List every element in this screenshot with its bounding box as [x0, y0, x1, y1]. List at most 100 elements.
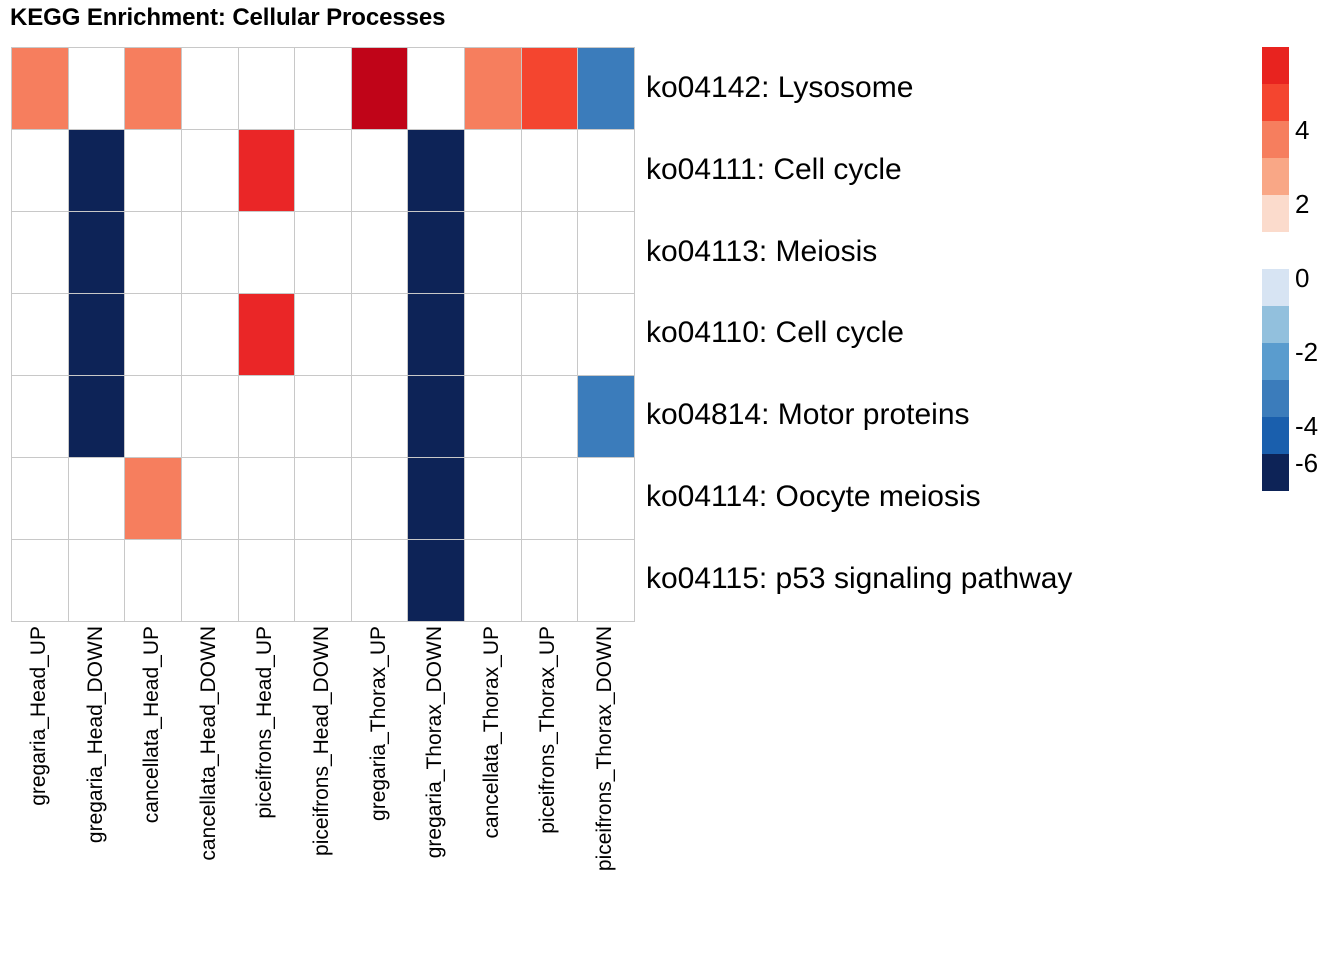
- heatmap-cell: [181, 376, 238, 457]
- heatmap-cell: [351, 130, 408, 211]
- colorbar-swatch: [1262, 343, 1289, 380]
- heatmap-cell: [125, 458, 181, 539]
- heatmap-cell: [68, 376, 125, 457]
- column-label: piceifrons_Thorax_DOWN: [576, 626, 633, 871]
- heatmap-cell: [465, 376, 521, 457]
- colorbar-swatch: [1262, 269, 1289, 306]
- heatmap-grid: [11, 47, 635, 622]
- heatmap-cell: [465, 48, 521, 129]
- heatmap-cell: [181, 294, 238, 375]
- heatmap-cell: [181, 48, 238, 129]
- heatmap-cell: [238, 130, 295, 211]
- colorbar-tick-label: -2: [1295, 337, 1319, 367]
- colorbar-swatch: [1262, 306, 1289, 343]
- column-label: cancellata_Thorax_UP: [463, 626, 520, 838]
- column-label-text: gregaria_Head_DOWN: [83, 626, 107, 844]
- heatmap-cell: [295, 294, 351, 375]
- heatmap-cell: [68, 130, 125, 211]
- heatmap-cell: [465, 540, 521, 621]
- column-label: piceifrons_Head_UP: [237, 626, 294, 819]
- heatmap-cell: [351, 540, 408, 621]
- heatmap-cell: [125, 376, 181, 457]
- heatmap-cell: [578, 130, 634, 211]
- colorbar-swatch: [1262, 47, 1289, 84]
- heatmap-cell: [408, 540, 465, 621]
- column-label-text: piceifrons_Thorax_UP: [536, 626, 560, 834]
- row-label: ko04111: Cell cycle: [646, 152, 902, 186]
- heatmap-cell: [12, 212, 68, 293]
- heatmap-cell: [578, 540, 634, 621]
- heatmap-cell: [578, 212, 634, 293]
- row-label: ko04110: Cell cycle: [646, 316, 904, 350]
- row-label: ko04814: Motor proteins: [646, 398, 970, 432]
- heatmap-cell: [68, 540, 125, 621]
- colorbar-tick-label: 4: [1295, 115, 1310, 145]
- heatmap-cell: [408, 294, 465, 375]
- heatmap-cell: [125, 540, 181, 621]
- row-label: ko04114: Oocyte meiosis: [646, 480, 981, 514]
- heatmap-cell: [68, 48, 125, 129]
- column-label: gregaria_Head_DOWN: [68, 626, 125, 843]
- heatmap-cell: [12, 294, 68, 375]
- heatmap-cell: [408, 48, 465, 129]
- row-label: ko04115: p53 signaling pathway: [646, 562, 1073, 596]
- heatmap-cell: [238, 294, 295, 375]
- heatmap-cell: [351, 458, 408, 539]
- heatmap-cell: [578, 376, 634, 457]
- heatmap-cell: [578, 458, 634, 539]
- heatmap-cell: [238, 212, 295, 293]
- colorbar-swatch: [1262, 121, 1289, 158]
- heatmap-cell: [295, 540, 351, 621]
- column-label-text: gregaria_Thorax_DOWN: [423, 626, 447, 859]
- colorbar-tick-group: 4 2 0 -2 -4 -6: [1295, 47, 1342, 476]
- heatmap-cell: [578, 294, 634, 375]
- colorbar-swatch: [1262, 417, 1289, 454]
- heatmap-cell: [295, 130, 351, 211]
- heatmap-cell: [351, 48, 408, 129]
- heatmap-cell: [68, 294, 125, 375]
- heatmap-cell: [125, 130, 181, 211]
- row-label: ko04113: Meiosis: [646, 234, 878, 268]
- heatmap-cell: [12, 376, 68, 457]
- column-label-text: cancellata_Head_UP: [140, 626, 164, 824]
- heatmap-cell: [465, 294, 521, 375]
- column-label: piceifrons_Thorax_UP: [520, 626, 577, 834]
- colorbar-tick-label: 2: [1295, 189, 1310, 219]
- colorbar-swatch: [1262, 380, 1289, 417]
- heatmap-cell: [408, 458, 465, 539]
- heatmap-cell: [408, 130, 465, 211]
- heatmap-cell: [351, 294, 408, 375]
- column-label-text: gregaria_Thorax_UP: [366, 626, 390, 821]
- heatmap-cell: [12, 540, 68, 621]
- colorbar-tick-label: -6: [1295, 448, 1319, 478]
- colorbar-tick-label: 0: [1295, 263, 1310, 293]
- heatmap-cell: [12, 130, 68, 211]
- colorbar-swatch: [1262, 232, 1289, 269]
- heatmap-cell: [181, 212, 238, 293]
- colorbar-tick-label: -4: [1295, 411, 1319, 441]
- heatmap-cell: [12, 48, 68, 129]
- row-label: ko04142: Lysosome: [646, 70, 914, 104]
- column-label: cancellata_Head_UP: [124, 626, 181, 823]
- colorbar-swatch: [1262, 158, 1289, 195]
- column-label: gregaria_Thorax_DOWN: [407, 626, 464, 858]
- column-label-text: cancellata_Thorax_UP: [479, 626, 503, 839]
- heatmap-cell: [68, 212, 125, 293]
- heatmap-cell: [181, 540, 238, 621]
- heatmap-cell: [295, 212, 351, 293]
- heatmap-cell: [125, 48, 181, 129]
- heatmap-cell: [521, 458, 578, 539]
- page-title: KEGG Enrichment: Cellular Processes: [10, 4, 446, 31]
- column-label-text: piceifrons_Head_UP: [253, 626, 277, 819]
- heatmap-cell: [408, 212, 465, 293]
- heatmap-cell: [521, 48, 578, 129]
- heatmap-cell: [295, 48, 351, 129]
- heatmap-cell: [12, 458, 68, 539]
- heatmap-cell: [521, 294, 578, 375]
- heatmap-cell: [465, 130, 521, 211]
- heatmap-cell: [68, 458, 125, 539]
- heatmap-cell: [521, 540, 578, 621]
- heatmap-cell: [351, 212, 408, 293]
- column-label-text: cancellata_Head_DOWN: [196, 626, 220, 861]
